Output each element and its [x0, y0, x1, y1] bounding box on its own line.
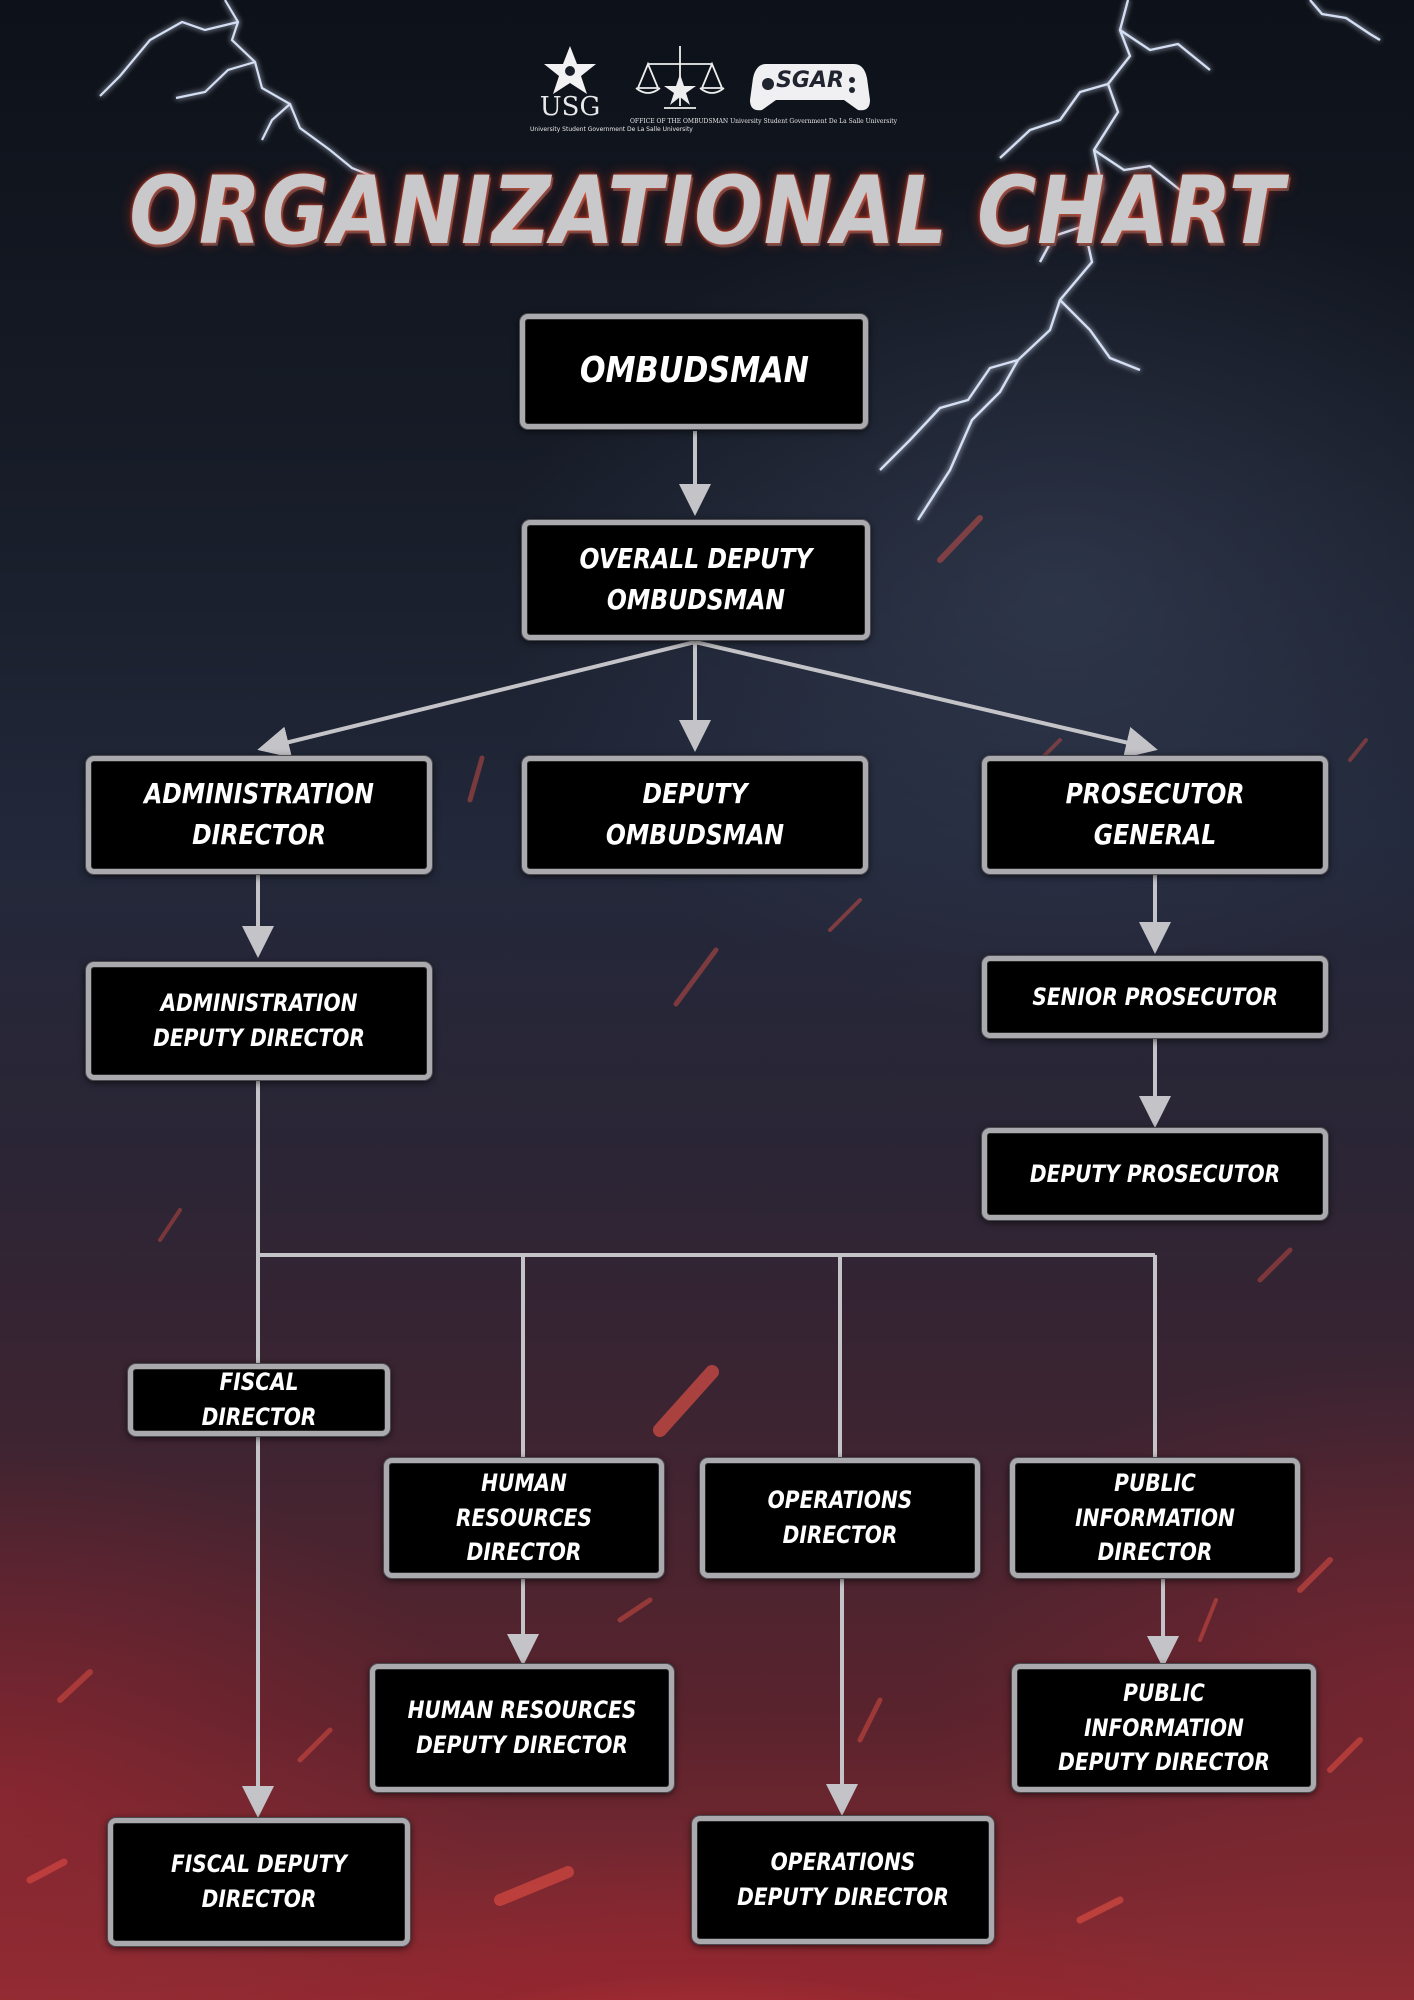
node-human-resources-deputy-director: HUMAN RESOURCES DEPUTY DIRECTOR — [370, 1664, 674, 1792]
page-title: ORGANIZATIONAL CHART — [129, 157, 1285, 266]
node-overall-deputy-ombudsman: OVERALL DEPUTY OMBUDSMAN — [522, 520, 870, 640]
node-public-information-director: PUBLIC INFORMATION DIRECTOR — [1010, 1458, 1300, 1578]
scales-of-justice-icon — [635, 46, 725, 109]
node-fiscal-deputy-director: FISCAL DEPUTY DIRECTOR — [108, 1818, 410, 1946]
game-controller-icon — [750, 64, 870, 111]
node-fiscal-director: FISCAL DIRECTOR — [128, 1364, 390, 1436]
ember-sparks — [26, 515, 1368, 1924]
usg-wordmark: USG — [539, 92, 601, 122]
node-public-information-deputy-director: PUBLIC INFORMATION DEPUTY DIRECTOR — [1012, 1664, 1316, 1792]
sgar-logo: SGAR — [748, 56, 872, 118]
node-ombudsman: OMBUDSMAN — [520, 314, 868, 429]
edge-overall-prosecutor — [694, 640, 1158, 759]
node-operations-deputy-director: OPERATIONS DEPUTY DIRECTOR — [692, 1816, 994, 1944]
node-administration-deputy-director: ADMINISTRATION DEPUTY DIRECTOR — [86, 962, 432, 1080]
node-human-resources-director: HUMAN RESOURCES DIRECTOR — [384, 1458, 664, 1578]
lightning-bolt-left — [99, 0, 373, 178]
edge-overall-admin — [257, 640, 696, 758]
node-prosecutor-general: PROSECUTOR GENERAL — [982, 756, 1328, 874]
node-senior-prosecutor: SENIOR PROSECUTOR — [982, 956, 1328, 1038]
node-deputy-ombudsman: DEPUTY OMBUDSMAN — [522, 756, 868, 874]
logo-bar: USG University Student Government De La … — [530, 44, 897, 140]
sgar-wordmark: SGAR — [776, 68, 844, 93]
usg-star-icon — [544, 46, 596, 94]
node-administration-director: ADMINISTRATION DIRECTOR — [86, 756, 432, 874]
lightning-bolt-right — [879, 0, 1381, 521]
node-deputy-prosecutor: DEPUTY PROSECUTOR — [982, 1128, 1328, 1220]
node-operations-director: OPERATIONS DIRECTOR — [700, 1458, 980, 1578]
